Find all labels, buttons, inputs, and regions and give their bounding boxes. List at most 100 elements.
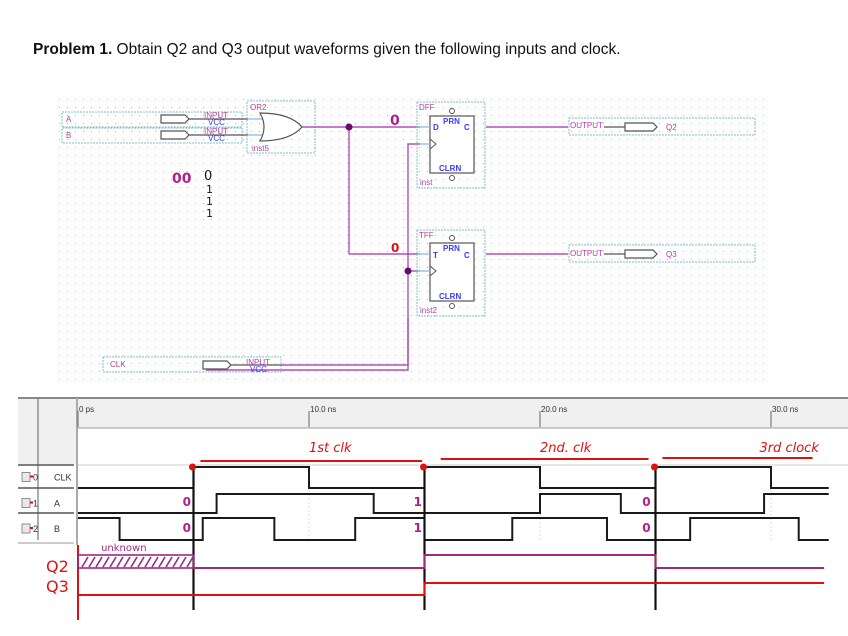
- tff-box: [416, 229, 486, 317]
- clock-edge-dot: [189, 463, 196, 471]
- output-pin-q3[interactable]: OUTPUT Q3: [568, 244, 756, 263]
- input-clk-type: INPUT: [246, 358, 270, 367]
- output-waveform-q2: [193, 554, 825, 569]
- time-tick-label: 20.0 ns: [541, 405, 567, 414]
- junction-dot-or-out: [345, 123, 353, 131]
- clock-edge-dot: [651, 463, 658, 471]
- signal-input-icon: [21, 472, 33, 482]
- signal-index: 2: [33, 524, 38, 534]
- dff-pin-prn: PRN: [443, 117, 460, 126]
- unknown-hatch: [109, 556, 117, 568]
- truth-value-1: 1: [206, 183, 213, 196]
- tff-instance: inst2: [420, 306, 437, 315]
- dff-box: [416, 101, 486, 189]
- signal-index: 1: [33, 499, 38, 509]
- output-q3-box: [568, 244, 756, 263]
- unknown-hatch: [81, 556, 89, 568]
- truth-value-3: 1: [206, 207, 213, 220]
- output-pin-q2[interactable]: OUTPUT Q2: [568, 117, 756, 136]
- output-q2-box: [568, 117, 756, 136]
- signal-index: 0: [33, 473, 38, 483]
- output-q2-symbol: [624, 122, 658, 132]
- signal-input-icon: [21, 498, 33, 508]
- unknown-hatch: [116, 556, 124, 568]
- unknown-hatch: [130, 556, 138, 568]
- input-clk-name: CLK: [110, 360, 126, 369]
- annotation-d-mark: 0: [390, 113, 400, 129]
- unknown-hatch: [179, 556, 187, 568]
- unknown-hatch: [172, 556, 180, 568]
- unknown-label: unknown: [101, 543, 146, 554]
- time-tick-label: 0 ps: [79, 405, 94, 414]
- dff-pin-d: D: [433, 123, 439, 132]
- unknown-hatch: [137, 556, 145, 568]
- output-q2-name: Q2: [666, 123, 677, 132]
- or-gate-instance: inst5: [252, 144, 269, 153]
- unknown-hatch: [144, 556, 152, 568]
- unknown-hatch: [95, 556, 103, 568]
- signal-name: B: [54, 524, 60, 534]
- input-clk-symbol: [202, 360, 232, 370]
- dff-instance: inst: [420, 178, 433, 187]
- dff-pin-clrn: CLRN: [439, 164, 461, 173]
- input-a-name: A: [66, 115, 72, 124]
- unknown-hatch: [151, 556, 159, 568]
- input-icon-body: [21, 498, 31, 508]
- clock-label: 3rd clock: [759, 441, 819, 456]
- clk-wire: [282, 318, 409, 366]
- input-clk-vcc: VCC: [250, 365, 267, 374]
- input-pin-b[interactable]: B INPUT VCC: [61, 127, 248, 144]
- signal-name: A: [54, 499, 60, 509]
- waveform-a: [78, 493, 829, 514]
- annotation-t-mark: 0: [391, 241, 399, 255]
- output-q3-name: Q3: [666, 250, 677, 259]
- input-b-vcc: VCC: [208, 134, 225, 143]
- grid-background: [58, 97, 768, 387]
- signal-name: CLK: [54, 473, 72, 483]
- output-q3-type: OUTPUT: [570, 249, 603, 258]
- problem-statement: Problem 1. Obtain Q2 and Q3 output wavef…: [33, 38, 753, 61]
- unknown-hatch: [102, 556, 110, 568]
- input-value-mark: 0: [642, 521, 650, 535]
- input-value-mark: 0: [642, 495, 650, 509]
- unknown-hatch: [88, 556, 96, 568]
- truth-value-0: 0: [204, 169, 212, 184]
- clock-label: 1st clk: [309, 441, 352, 456]
- input-icon-body: [21, 472, 31, 482]
- tff-block[interactable]: TFF T C PRN CLRN inst2: [416, 229, 486, 317]
- clock-label: 2nd. clk: [540, 441, 592, 456]
- signal-input-icon: [21, 523, 33, 534]
- clock-edge-dot: [420, 463, 427, 471]
- waveform-b: [78, 517, 829, 541]
- dff-block[interactable]: DFF D C PRN CLRN inst: [416, 101, 486, 189]
- time-tick-label: 30.0 ns: [772, 405, 798, 414]
- signal-waves: [78, 466, 829, 541]
- tff-pin-t: T: [433, 251, 438, 260]
- input-icon-body: [21, 523, 31, 534]
- signal-name-column: 0 CLK 1 A 2 B: [21, 472, 72, 534]
- problem-text: Obtain Q2 and Q3 output waveforms given …: [112, 41, 621, 58]
- input-clk-box: [102, 356, 282, 373]
- or-gate-type: OR2: [250, 103, 267, 112]
- wires: [206, 126, 568, 371]
- tff-type: TFF: [419, 231, 434, 240]
- output-waveform-q3: [78, 582, 825, 596]
- input-b-type: INPUT: [204, 127, 228, 136]
- unknown-hatch: [165, 556, 173, 568]
- input-value-mark: 0: [183, 495, 191, 509]
- input-value-mark: 1: [414, 495, 422, 509]
- unknown-hatch: [123, 556, 131, 568]
- problem-number: Problem 1.: [33, 41, 113, 58]
- input-pin-a[interactable]: A INPUT VCC: [61, 111, 248, 128]
- dff-clock-triangle: [429, 138, 437, 150]
- dff-body: [429, 115, 475, 174]
- tff-pin-clrn: CLRN: [439, 292, 461, 301]
- dff-type: DFF: [419, 103, 435, 112]
- unknown-region-box: [77, 554, 195, 569]
- input-pin-clk[interactable]: CLK INPUT VCC: [102, 356, 282, 374]
- or-gate-symbol: [258, 112, 303, 142]
- waveform-clk: [78, 466, 829, 489]
- or-gate[interactable]: OR2 inst5: [246, 100, 316, 154]
